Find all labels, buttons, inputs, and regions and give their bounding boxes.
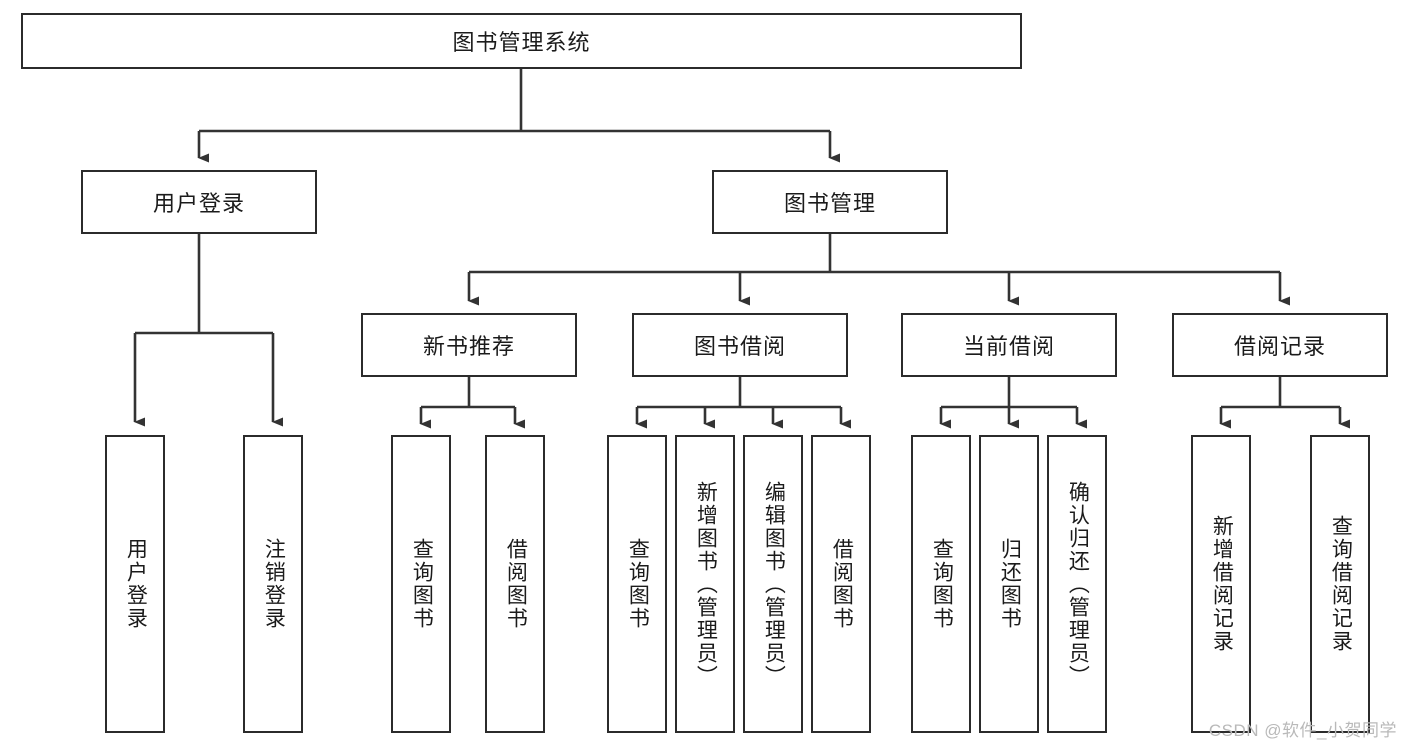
leaf-recommend-query-book[interactable]: 查询图书: [391, 435, 451, 733]
node-label: 查询图书: [410, 538, 434, 630]
node-borrow-record[interactable]: 借阅记录: [1172, 313, 1388, 377]
node-label: 查询图书: [930, 538, 954, 630]
node-label: 当前借阅: [962, 334, 1055, 359]
node-label: 借阅图书: [830, 538, 854, 630]
leaf-borrow-query-book[interactable]: 查询图书: [607, 435, 667, 733]
node-label: 新书推荐: [422, 334, 515, 359]
node-label: 编辑图书（管理员）: [762, 480, 786, 688]
leaf-borrow-add-book-admin[interactable]: 新增图书（管理员）: [675, 435, 735, 733]
node-label: 查询图书: [626, 538, 650, 630]
node-label: 归还图书: [998, 538, 1022, 630]
watermark: CSDN @软件_小贺同学: [1208, 721, 1397, 740]
node-label: 图书管理系统: [452, 30, 591, 55]
node-label: 新增图书（管理员）: [694, 480, 718, 688]
node-current-borrow[interactable]: 当前借阅: [901, 313, 1117, 377]
node-book-management[interactable]: 图书管理: [712, 170, 948, 234]
node-label: 图书管理: [783, 191, 876, 216]
leaf-current-return-book[interactable]: 归还图书: [979, 435, 1039, 733]
node-new-book-recommend[interactable]: 新书推荐: [361, 313, 577, 377]
leaf-user-login-signin[interactable]: 用户登录: [105, 435, 165, 733]
leaf-user-login-signout[interactable]: 注销登录: [243, 435, 303, 733]
node-user-login[interactable]: 用户登录: [81, 170, 317, 234]
node-label: 注销登录: [262, 538, 286, 630]
leaf-current-query-book[interactable]: 查询图书: [911, 435, 971, 733]
node-label: 借阅记录: [1233, 334, 1326, 359]
node-label: 借阅图书: [504, 538, 528, 630]
node-label: 确认归还（管理员）: [1066, 480, 1090, 688]
node-label: 图书借阅: [693, 334, 786, 359]
node-label: 新增借阅记录: [1210, 515, 1234, 653]
node-label: 用户登录: [124, 538, 148, 630]
node-label: 用户登录: [152, 191, 245, 216]
leaf-borrow-edit-book-admin[interactable]: 编辑图书（管理员）: [743, 435, 803, 733]
leaf-record-add-record[interactable]: 新增借阅记录: [1191, 435, 1251, 733]
node-book-borrow[interactable]: 图书借阅: [632, 313, 848, 377]
node-root-system[interactable]: 图书管理系统: [21, 13, 1022, 69]
leaf-recommend-borrow-book[interactable]: 借阅图书: [485, 435, 545, 733]
leaf-current-confirm-return-admin[interactable]: 确认归还（管理员）: [1047, 435, 1107, 733]
leaf-borrow-borrow-book[interactable]: 借阅图书: [811, 435, 871, 733]
node-label: 查询借阅记录: [1329, 515, 1353, 653]
leaf-record-query-record[interactable]: 查询借阅记录: [1310, 435, 1370, 733]
